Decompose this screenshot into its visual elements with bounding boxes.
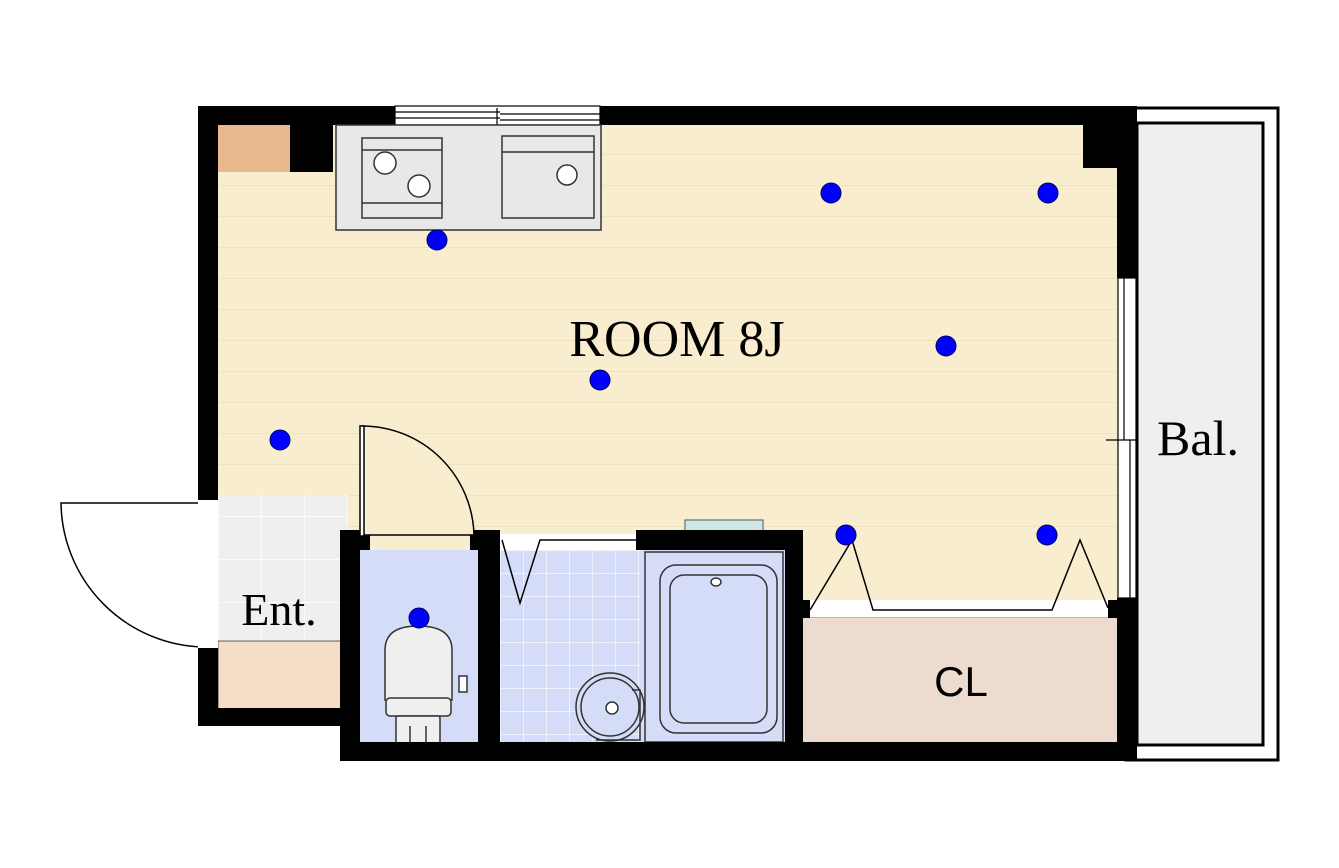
closet-floor (803, 617, 1118, 745)
bath-room (500, 519, 785, 745)
bathtub-icon (644, 551, 784, 743)
blue-dot-marker-icon (426, 229, 448, 251)
shoe-cabinet (217, 640, 344, 711)
kitchen (335, 124, 602, 231)
bath-folding-door (500, 534, 636, 606)
toilet-icon (384, 625, 468, 745)
marker-points (269, 182, 1059, 629)
washbasin-icon (575, 672, 645, 742)
blue-dot-marker-icon (589, 369, 611, 391)
balcony-window (1106, 277, 1137, 599)
balcony-floor (1135, 121, 1265, 747)
room-label-balcony: Bal. (1157, 410, 1239, 466)
blue-dot-marker-icon (1036, 524, 1058, 546)
blue-dot-marker-icon (408, 607, 430, 629)
entrance-door (60, 500, 218, 648)
walls (198, 106, 1137, 761)
shelf (218, 125, 290, 172)
balcony: Bal. (1124, 106, 1280, 762)
room-label-entrance: Ent. (241, 584, 316, 635)
stove-icon (361, 137, 443, 219)
blue-dot-marker-icon (269, 429, 291, 451)
closet: CL (803, 616, 1118, 745)
sink-icon (501, 135, 595, 219)
toilet-room (358, 550, 482, 745)
room-label-main: ROOM 8J (569, 311, 784, 368)
bath-vent (684, 519, 764, 532)
room-label-closet: CL (934, 658, 988, 705)
entrance: Ent. (217, 495, 348, 711)
toilet-door (359, 425, 475, 537)
blue-dot-marker-icon (935, 335, 957, 357)
blue-dot-marker-icon (835, 524, 857, 546)
entrance-tiles (218, 495, 348, 640)
closet-folding-doors (809, 538, 1109, 617)
blue-dot-marker-icon (1037, 182, 1059, 204)
blue-dot-marker-icon (820, 182, 842, 204)
